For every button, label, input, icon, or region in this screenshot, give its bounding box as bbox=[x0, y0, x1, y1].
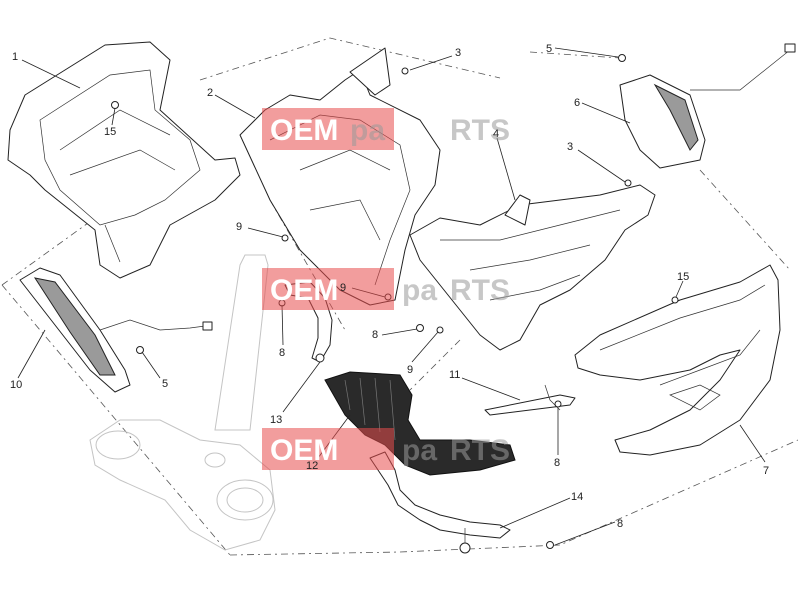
watermark-mid: pa bbox=[402, 274, 437, 307]
callout-9: 9 bbox=[236, 221, 242, 233]
watermark-mid: pa bbox=[402, 434, 437, 467]
watermark-suffix: RTS bbox=[450, 434, 510, 467]
callout-3: 3 bbox=[455, 47, 461, 59]
callout-labels: 1 2 3 3 4 5 5 6 7 8 8 8 8 9 9 9 10 11 12… bbox=[10, 43, 769, 530]
callout-2: 2 bbox=[207, 87, 213, 99]
callout-9: 9 bbox=[340, 282, 346, 294]
part-7-fairing bbox=[574, 264, 781, 456]
callout-8: 8 bbox=[279, 347, 285, 359]
callout-8: 8 bbox=[554, 457, 560, 469]
watermark-prefix: OEM bbox=[270, 114, 338, 147]
callout-8: 8 bbox=[617, 518, 623, 530]
callout-6: 6 bbox=[574, 97, 580, 109]
callout-15: 15 bbox=[104, 126, 116, 138]
callout-14: 14 bbox=[571, 491, 583, 503]
callout-4: 4 bbox=[493, 128, 499, 140]
part-4-right-panel bbox=[409, 184, 656, 351]
watermark-suffix: RTS bbox=[450, 274, 510, 307]
watermark-mid: pa bbox=[350, 114, 385, 147]
callout-9: 9 bbox=[407, 364, 413, 376]
part-11-rod bbox=[484, 384, 576, 416]
part-2-upper-panel bbox=[239, 47, 441, 306]
steering-column bbox=[89, 254, 276, 551]
callout-7: 7 bbox=[763, 465, 769, 477]
callout-13: 13 bbox=[270, 414, 282, 426]
callout-10: 10 bbox=[10, 379, 22, 391]
part-1-inner-panel bbox=[7, 41, 241, 279]
callout-8: 8 bbox=[372, 329, 378, 341]
callout-5: 5 bbox=[162, 378, 168, 390]
watermark: OEM pa RTS OEM pa RTS OEM pa RTS bbox=[262, 108, 510, 470]
part-6-light-unit bbox=[619, 43, 796, 169]
callout-3: 3 bbox=[567, 141, 573, 153]
watermark-prefix: OEM bbox=[270, 434, 338, 467]
callout-1: 1 bbox=[12, 51, 18, 63]
callout-11: 11 bbox=[449, 369, 460, 381]
callout-15: 15 bbox=[677, 271, 689, 283]
watermark-suffix: RTS bbox=[450, 114, 510, 147]
callout-5: 5 bbox=[546, 43, 552, 55]
callout-12: 12 bbox=[306, 460, 318, 472]
watermark-prefix: OEM bbox=[270, 274, 338, 307]
part-10-light-unit bbox=[19, 267, 213, 393]
